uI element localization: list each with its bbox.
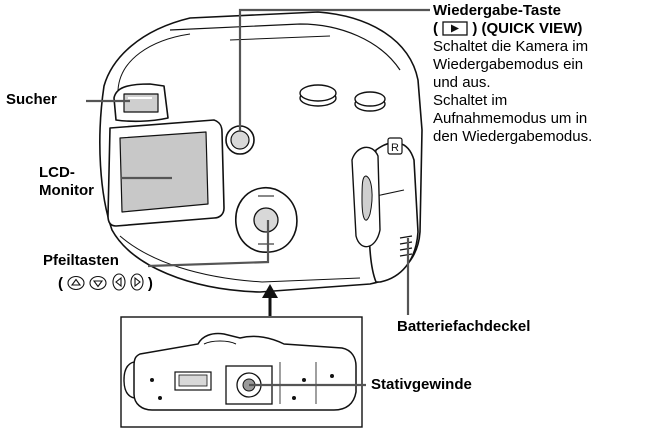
paren-open-arrows: (: [58, 275, 63, 292]
paren-close-play: ): [472, 20, 478, 37]
label-desc-line-4: Schaltet im: [433, 92, 508, 109]
label-desc-line-2: Wiedergabemodus ein: [433, 56, 584, 73]
play-button-icon: [442, 21, 468, 36]
label-desc-line-1: Schaltet die Kamera im: [433, 38, 589, 55]
camera-back-view: R: [99, 11, 423, 293]
label-batteriefachdeckel: Batteriefachdeckel: [397, 318, 531, 335]
label-wiedergabe-title: Wiedergabe-Taste: [433, 2, 561, 19]
callout-line-pfeiltasten: [147, 220, 270, 268]
callout-line-wiedergabe: [238, 8, 430, 132]
inset-arrow: [262, 284, 278, 316]
label-wiedergabe-subtitle: ( ) (QUICK VIEW): [433, 20, 592, 38]
paren-open-play: (: [433, 20, 438, 37]
label-pfeiltasten-symbols: ( ): [58, 273, 153, 293]
label-desc-line-3: und aus.: [433, 74, 491, 91]
label-lcd-line2: Monitor: [39, 182, 94, 199]
label-lcd-monitor: LCD- Monitor: [39, 164, 94, 200]
arrow-down-button-icon: [89, 275, 107, 291]
label-sucher: Sucher: [6, 91, 57, 108]
paren-close-arrows: ): [147, 275, 153, 292]
label-desc-line-5: Aufnahmemodus um in: [433, 110, 588, 127]
label-desc-line-6: den Wiedergabemodus.: [433, 128, 593, 145]
arrow-up-button-icon: [67, 275, 85, 291]
arrow-left-button-icon: [111, 273, 126, 291]
bottom-view-inset: [120, 316, 363, 428]
arrow-right-button-icon: [130, 273, 144, 291]
label-stativgewinde: Stativgewinde: [371, 376, 472, 393]
svg-text:R: R: [391, 142, 399, 154]
callout-lines: [86, 8, 430, 387]
label-wiedergabe-block: Wiedergabe-Taste ( ) (QUICK VIEW) Schalt…: [433, 2, 592, 146]
label-lcd-line1: LCD-: [39, 164, 75, 181]
label-quick-view: (QUICK VIEW): [481, 20, 583, 37]
label-pfeiltasten: Pfeiltasten: [43, 252, 119, 269]
